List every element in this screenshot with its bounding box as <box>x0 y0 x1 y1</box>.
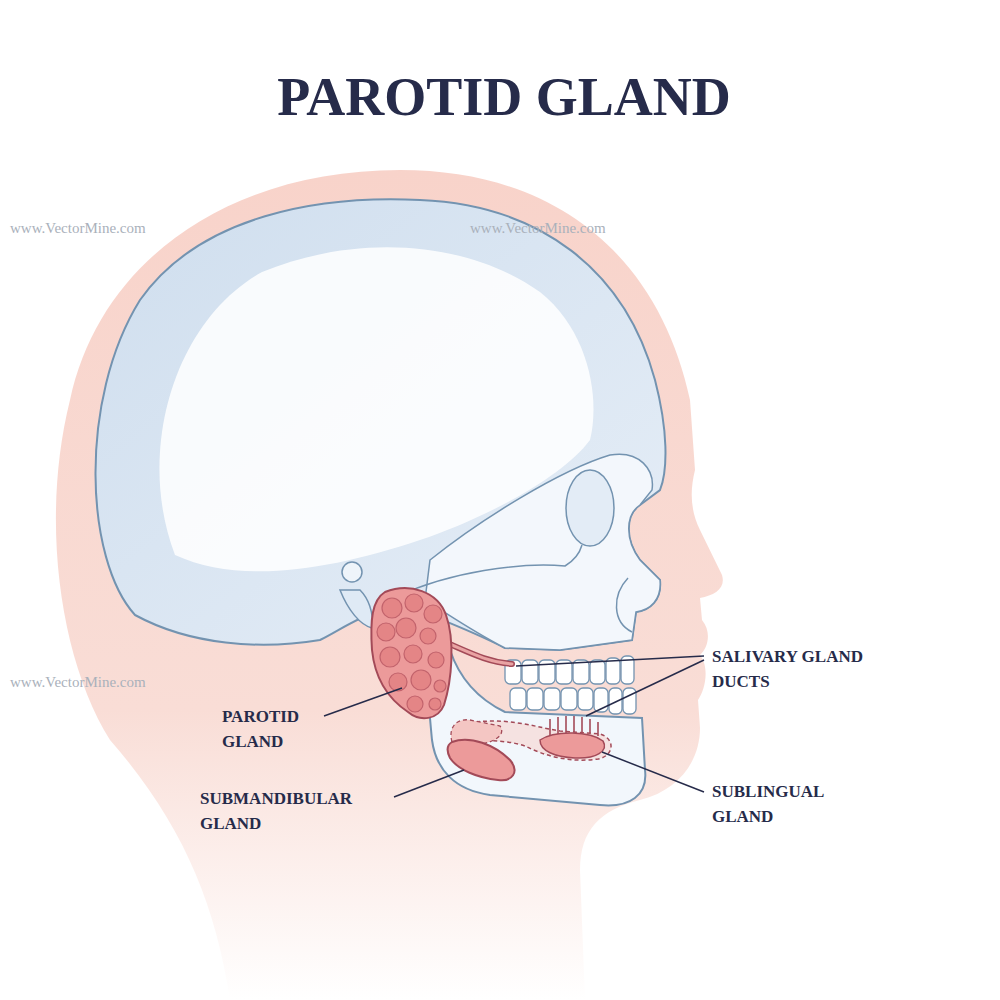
lobule <box>429 698 441 710</box>
part-label: SUBMANDIBULAR GLAND <box>200 786 370 836</box>
lobule <box>389 673 407 691</box>
diagram-title: PAROTID GLAND <box>4 66 1000 128</box>
parotid-lobules <box>377 594 446 712</box>
lobule <box>428 652 444 668</box>
watermark: www.VectorMine.com <box>10 674 190 691</box>
leader-line <box>324 688 402 716</box>
lobule <box>420 628 436 644</box>
nasal-aperture <box>616 578 632 632</box>
part-label: SUBLINGUAL GLAND <box>712 779 842 829</box>
leader-line <box>516 656 704 666</box>
tooth <box>623 688 636 714</box>
lobule <box>380 647 400 667</box>
parotid-body <box>371 588 451 718</box>
tooth <box>578 688 593 710</box>
lobule <box>404 645 422 663</box>
tooth <box>573 660 589 684</box>
tooth <box>590 660 605 684</box>
lobule <box>411 670 431 690</box>
leader-line <box>586 660 704 716</box>
duct <box>573 716 575 732</box>
face-bone <box>425 454 660 650</box>
cranium <box>95 199 665 650</box>
ear-canal <box>342 562 362 582</box>
submandibular-gland <box>448 720 515 781</box>
tooth <box>606 658 620 684</box>
lobule <box>382 598 402 618</box>
duct <box>549 719 551 736</box>
tooth <box>527 688 543 710</box>
leader-lines <box>324 656 704 797</box>
duct <box>557 717 559 734</box>
tooth <box>510 688 526 710</box>
duct <box>597 722 599 736</box>
part-label: SALIVARY GLAND DUCTS <box>712 644 877 694</box>
leader-line <box>602 752 704 792</box>
head-skin <box>56 170 723 1000</box>
tooth <box>609 688 622 714</box>
submandibular-body <box>448 740 515 781</box>
mastoid <box>340 590 372 628</box>
lobule <box>407 696 423 712</box>
lobule <box>405 594 423 612</box>
watermark: www.VectorMine.com <box>10 220 190 237</box>
duct <box>565 716 567 733</box>
leader-line <box>394 770 464 797</box>
lobule <box>396 618 416 638</box>
tooth <box>561 688 577 710</box>
skull <box>95 199 665 805</box>
tooth <box>544 688 560 710</box>
lobule <box>424 605 442 623</box>
zygomatic-arch <box>398 545 582 596</box>
sublingual-ducts <box>550 716 598 736</box>
teeth <box>505 656 636 714</box>
parotid-gland <box>371 588 512 718</box>
lobule <box>377 623 395 641</box>
duct <box>589 719 591 733</box>
tooth <box>522 660 538 684</box>
eye-orbit <box>566 470 614 546</box>
part-label: PAROTID GLAND <box>222 704 322 754</box>
lobule <box>434 680 446 692</box>
head-silhouette <box>56 170 723 1000</box>
watermark: www.VectorMine.com <box>470 220 650 237</box>
duct <box>581 717 583 732</box>
sublingual-body <box>540 733 604 758</box>
